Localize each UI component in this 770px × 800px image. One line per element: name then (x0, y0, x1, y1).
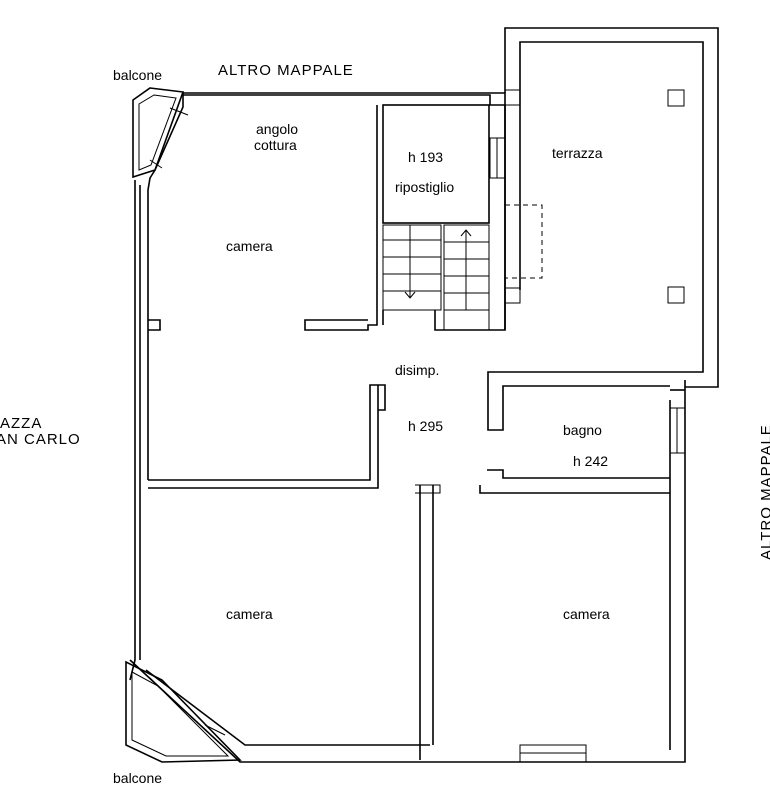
outer-wall (129, 92, 686, 763)
label-terrazza: terrazza (552, 145, 603, 161)
label-piazza-line2: AN CARLO (0, 431, 81, 448)
label-camera-bottom-right: camera (563, 606, 610, 622)
label-bagno: bagno (563, 422, 602, 438)
label-altro-mappale-right: ALTRO MAPPALE (758, 424, 770, 560)
balcony-bottom (125, 660, 242, 763)
label-cottura: cottura (254, 137, 297, 153)
label-altro-mappale-top: ALTRO MAPPALE (218, 62, 354, 79)
label-h-disimp: h 295 (408, 418, 443, 434)
label-h-ripostiglio: h 193 (408, 149, 443, 165)
surrounding-labels: ALTRO MAPPALE ALTRO MAPPALE AZZA AN CARL… (0, 62, 770, 786)
label-camera-top: camera (226, 238, 273, 254)
balcony-top (132, 87, 189, 179)
label-disimp: disimp. (395, 362, 439, 378)
label-ripostiglio: ripostiglio (395, 179, 454, 195)
label-angolo: angolo (256, 121, 298, 137)
label-piazza-line1: AZZA (0, 415, 42, 432)
label-h-bagno: h 242 (573, 453, 608, 469)
interior-walls (148, 319, 686, 760)
storage-and-stairs (304, 104, 506, 331)
label-balcone-top: balcone (113, 67, 162, 83)
terrace (487, 27, 719, 431)
label-camera-bottom-left: camera (226, 606, 273, 622)
room-labels: angolo cottura camera h 193 ripostiglio … (226, 121, 610, 622)
label-balcone-bottom: balcone (113, 770, 162, 786)
